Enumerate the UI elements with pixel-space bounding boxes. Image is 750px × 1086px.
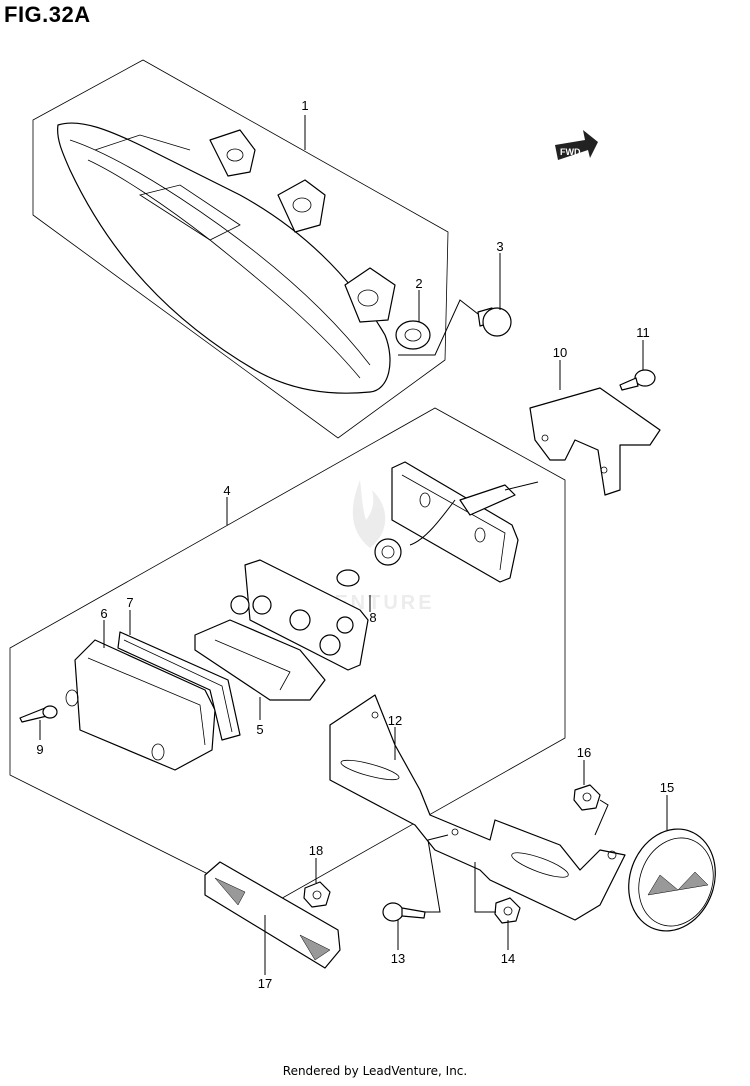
part-10-bracket (529, 387, 661, 496)
callout-14: 14 (501, 951, 515, 966)
callout-15: 15 (660, 780, 674, 795)
callout-10: 10 (553, 345, 567, 360)
callout-17: 17 (258, 976, 272, 991)
bulb-socket-plate (230, 559, 369, 671)
license-light-housing (391, 461, 539, 583)
part-9-screw (19, 705, 58, 723)
part-14-nut (494, 897, 521, 924)
fwd-label: FWD (560, 147, 581, 157)
part-1-tail-light-housing (57, 122, 396, 394)
part-11-screw (619, 369, 656, 391)
callout-3: 3 (496, 239, 503, 254)
callout-1: 1 (301, 98, 308, 113)
assembly-4-outline (9, 407, 566, 906)
part-13-screw (382, 902, 426, 922)
callout-8: 8 (369, 610, 376, 625)
callout-11: 11 (636, 325, 650, 340)
part-7-gasket (117, 631, 241, 741)
part-8-bulb (336, 538, 402, 587)
figure-title: FIG.32A (4, 2, 91, 27)
part-12-license-bracket (329, 694, 626, 921)
callout-12: 12 (388, 713, 402, 728)
callout-9: 9 (36, 742, 43, 757)
callout-2: 2 (415, 276, 422, 291)
part-2-grommet (395, 320, 431, 350)
callout-labels: 1 2 3 4 5 6 7 8 9 10 11 12 13 14 15 16 1… (36, 98, 674, 991)
part-17-rect-reflector (204, 861, 341, 969)
fwd-arrow-icon: FWD (555, 130, 598, 160)
assembly-1-outline (32, 59, 449, 439)
callout-7: 7 (126, 595, 133, 610)
part-6-lens (65, 639, 216, 771)
callout-16: 16 (577, 745, 591, 760)
part-5-reflector (194, 619, 326, 701)
callout-13: 13 (391, 951, 405, 966)
callout-6: 6 (100, 606, 107, 621)
part-16-nut (573, 784, 601, 811)
part-18-nut (303, 881, 331, 908)
footer-credit: Rendered by LeadVenture, Inc. (282, 1064, 468, 1078)
part-3-bolt (477, 307, 512, 337)
callout-4: 4 (223, 483, 230, 498)
callout-18: 18 (309, 843, 323, 858)
part-15-round-reflector (628, 828, 716, 932)
callout-5: 5 (256, 722, 263, 737)
leader-lines (39, 115, 668, 975)
